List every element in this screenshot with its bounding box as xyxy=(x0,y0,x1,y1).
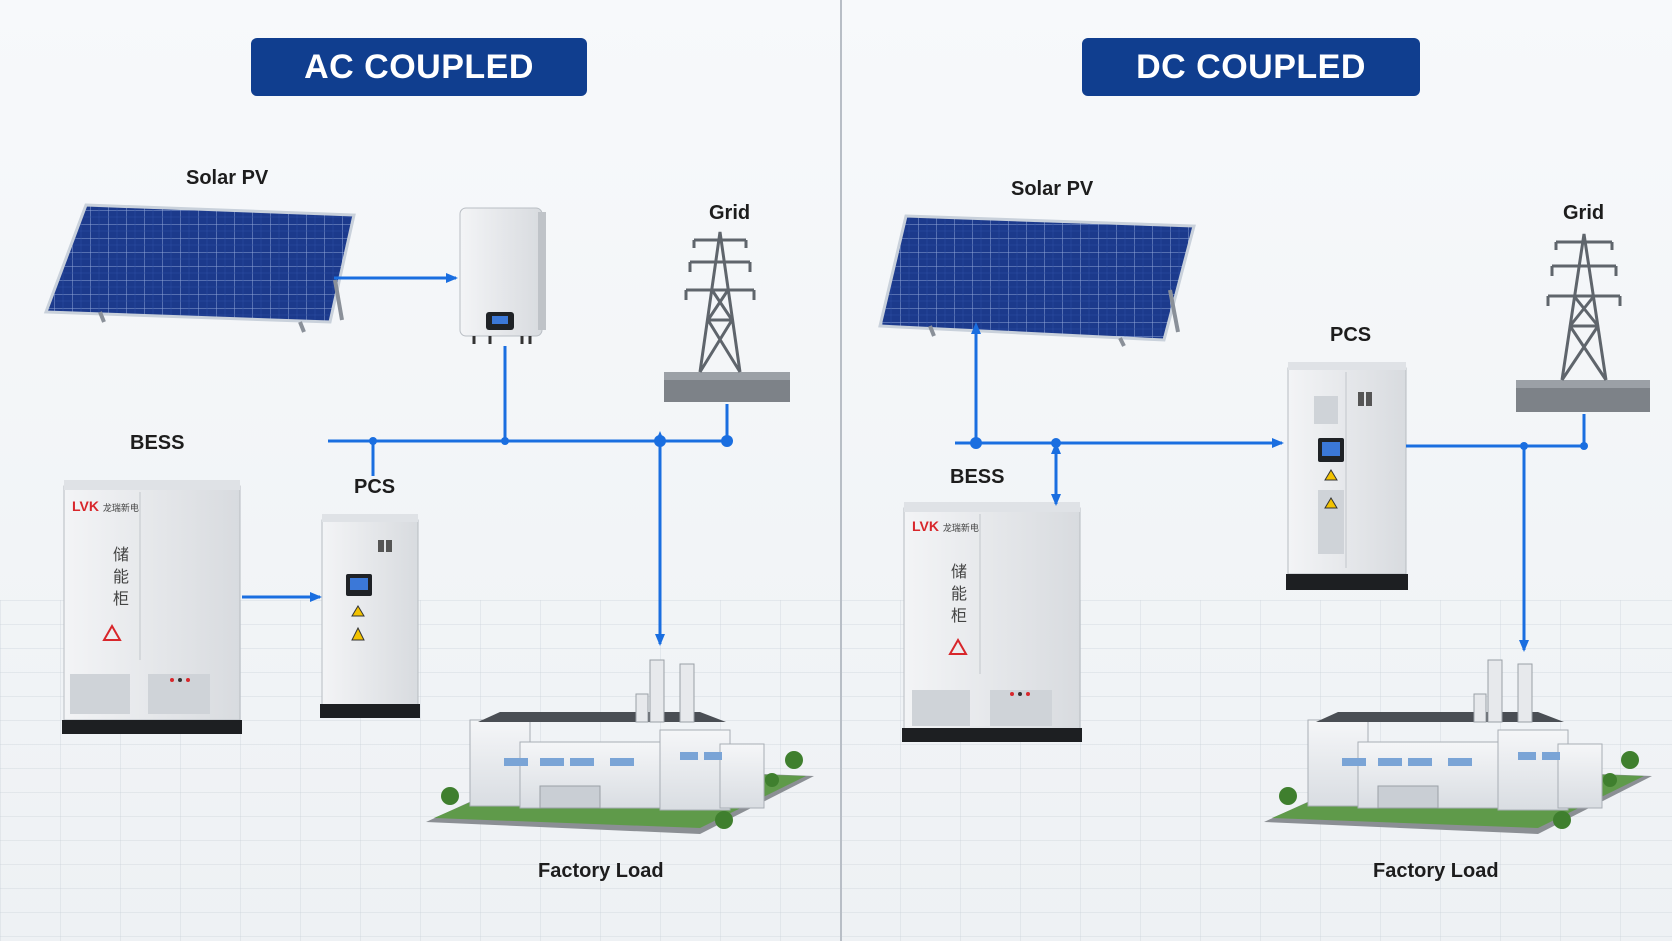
dc-grid-label: Grid xyxy=(1563,202,1605,224)
dc-pcs-label: PCS xyxy=(1330,324,1372,346)
dc-connection-lines xyxy=(955,322,1586,652)
ac-coupled-title: AC COUPLED xyxy=(251,38,587,96)
ac-bess-vertical-label: 储 能 柜 xyxy=(112,547,129,608)
ac-bess-cabinet-icon xyxy=(62,480,242,734)
panel-divider xyxy=(840,0,842,941)
dc-factory-icon xyxy=(1264,659,1652,834)
dc-pcs-cabinet-icon xyxy=(1286,362,1408,590)
dc-bess-cabinet-icon xyxy=(902,502,1082,742)
dc-bess-vertical-label: 储 能 柜 xyxy=(950,564,967,625)
dc-solar-label: Solar PV xyxy=(1011,178,1094,200)
ac-pcs-label: PCS xyxy=(354,476,396,498)
dc-bess-label: BESS xyxy=(950,466,1005,488)
ac-bess-label: BESS xyxy=(130,432,185,454)
ac-factory-icon xyxy=(426,659,814,834)
ac-transmission-tower-icon xyxy=(664,231,790,402)
dc-junction-dots xyxy=(970,437,1588,450)
ac-grid-label: Grid xyxy=(709,202,751,224)
ac-pcs-cabinet-icon xyxy=(320,514,420,718)
ac-solar-label: Solar PV xyxy=(186,167,269,189)
dc-factory-label: Factory Load xyxy=(1373,860,1499,882)
ac-solar-panel-icon xyxy=(43,203,356,333)
ac-inverter-icon xyxy=(459,207,546,344)
ac-bess-brand: LVK 龙瑞新电 xyxy=(72,498,139,514)
ac-junction-dots xyxy=(369,435,733,447)
dc-coupled-title: DC COUPLED xyxy=(1082,38,1420,96)
dc-bess-brand: LVK 龙瑞新电 xyxy=(912,518,979,534)
ac-factory-label: Factory Load xyxy=(538,860,664,882)
dc-solar-panel-icon xyxy=(878,214,1196,347)
dc-transmission-tower-icon xyxy=(1516,233,1650,412)
